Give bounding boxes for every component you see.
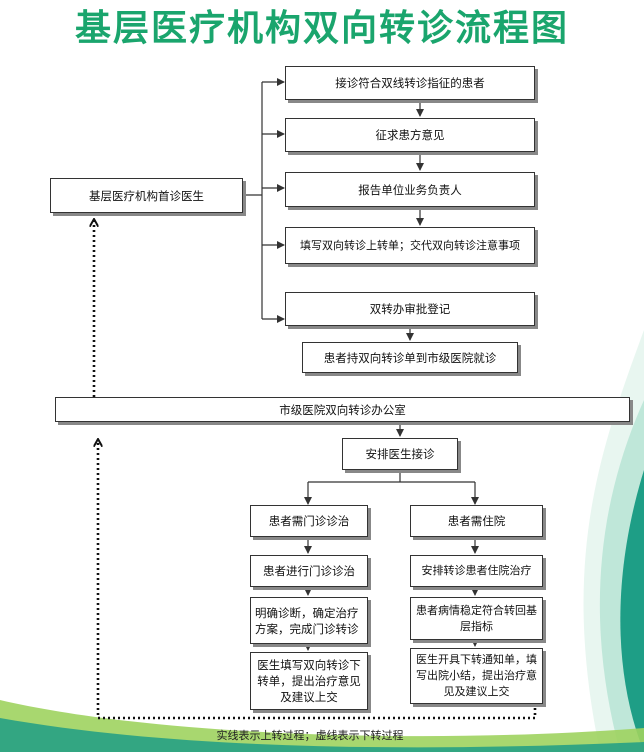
- step-patient-visit-city-hospital: 患者持双向转诊单到市级医院就诊: [302, 342, 518, 373]
- outpatient-need-box: 患者需门诊诊治: [250, 505, 368, 537]
- inpatient-downward-form-box: 医生开具下转通知单，填写出院小结，提出治疗意见及建议上交: [410, 648, 543, 704]
- inpatient-stable-box: 患者病情稳定符合转回基层指标: [410, 597, 543, 640]
- city-referral-office: 市级医院双向转诊办公室: [55, 397, 630, 422]
- outpatient-diagnosis-box: 明确诊断，确定治疗方案，完成门诊转诊: [250, 597, 368, 644]
- legend-text: 实线表示上转过程；虚线表示下转过程: [216, 729, 404, 742]
- step-seek-opinion: 征求患方意见: [285, 118, 535, 152]
- arrange-doctor-box: 安排医生接诊: [342, 438, 458, 470]
- step-receive-patient: 接诊符合双线转诊指征的患者: [285, 66, 535, 100]
- step-fill-referral-form: 填写双向转诊上转单；交代双向转诊注意事项: [285, 227, 535, 264]
- inpatient-need-box: 患者需住院: [410, 505, 543, 537]
- page-title: 基层医疗机构双向转诊流程图: [74, 8, 569, 49]
- inpatient-treatment-box: 安排转诊患者住院治疗: [410, 555, 543, 587]
- step-report-supervisor: 报告单位业务负责人: [285, 172, 535, 207]
- outpatient-treatment-box: 患者进行门诊诊治: [250, 555, 368, 587]
- primary-doctor-box: 基层医疗机构首诊医生: [50, 178, 243, 213]
- outpatient-downward-form-box: 医生填写双向转诊下转单，提出治疗意见及建议上交: [250, 652, 368, 710]
- step-approval-register: 双转办审批登记: [285, 292, 535, 326]
